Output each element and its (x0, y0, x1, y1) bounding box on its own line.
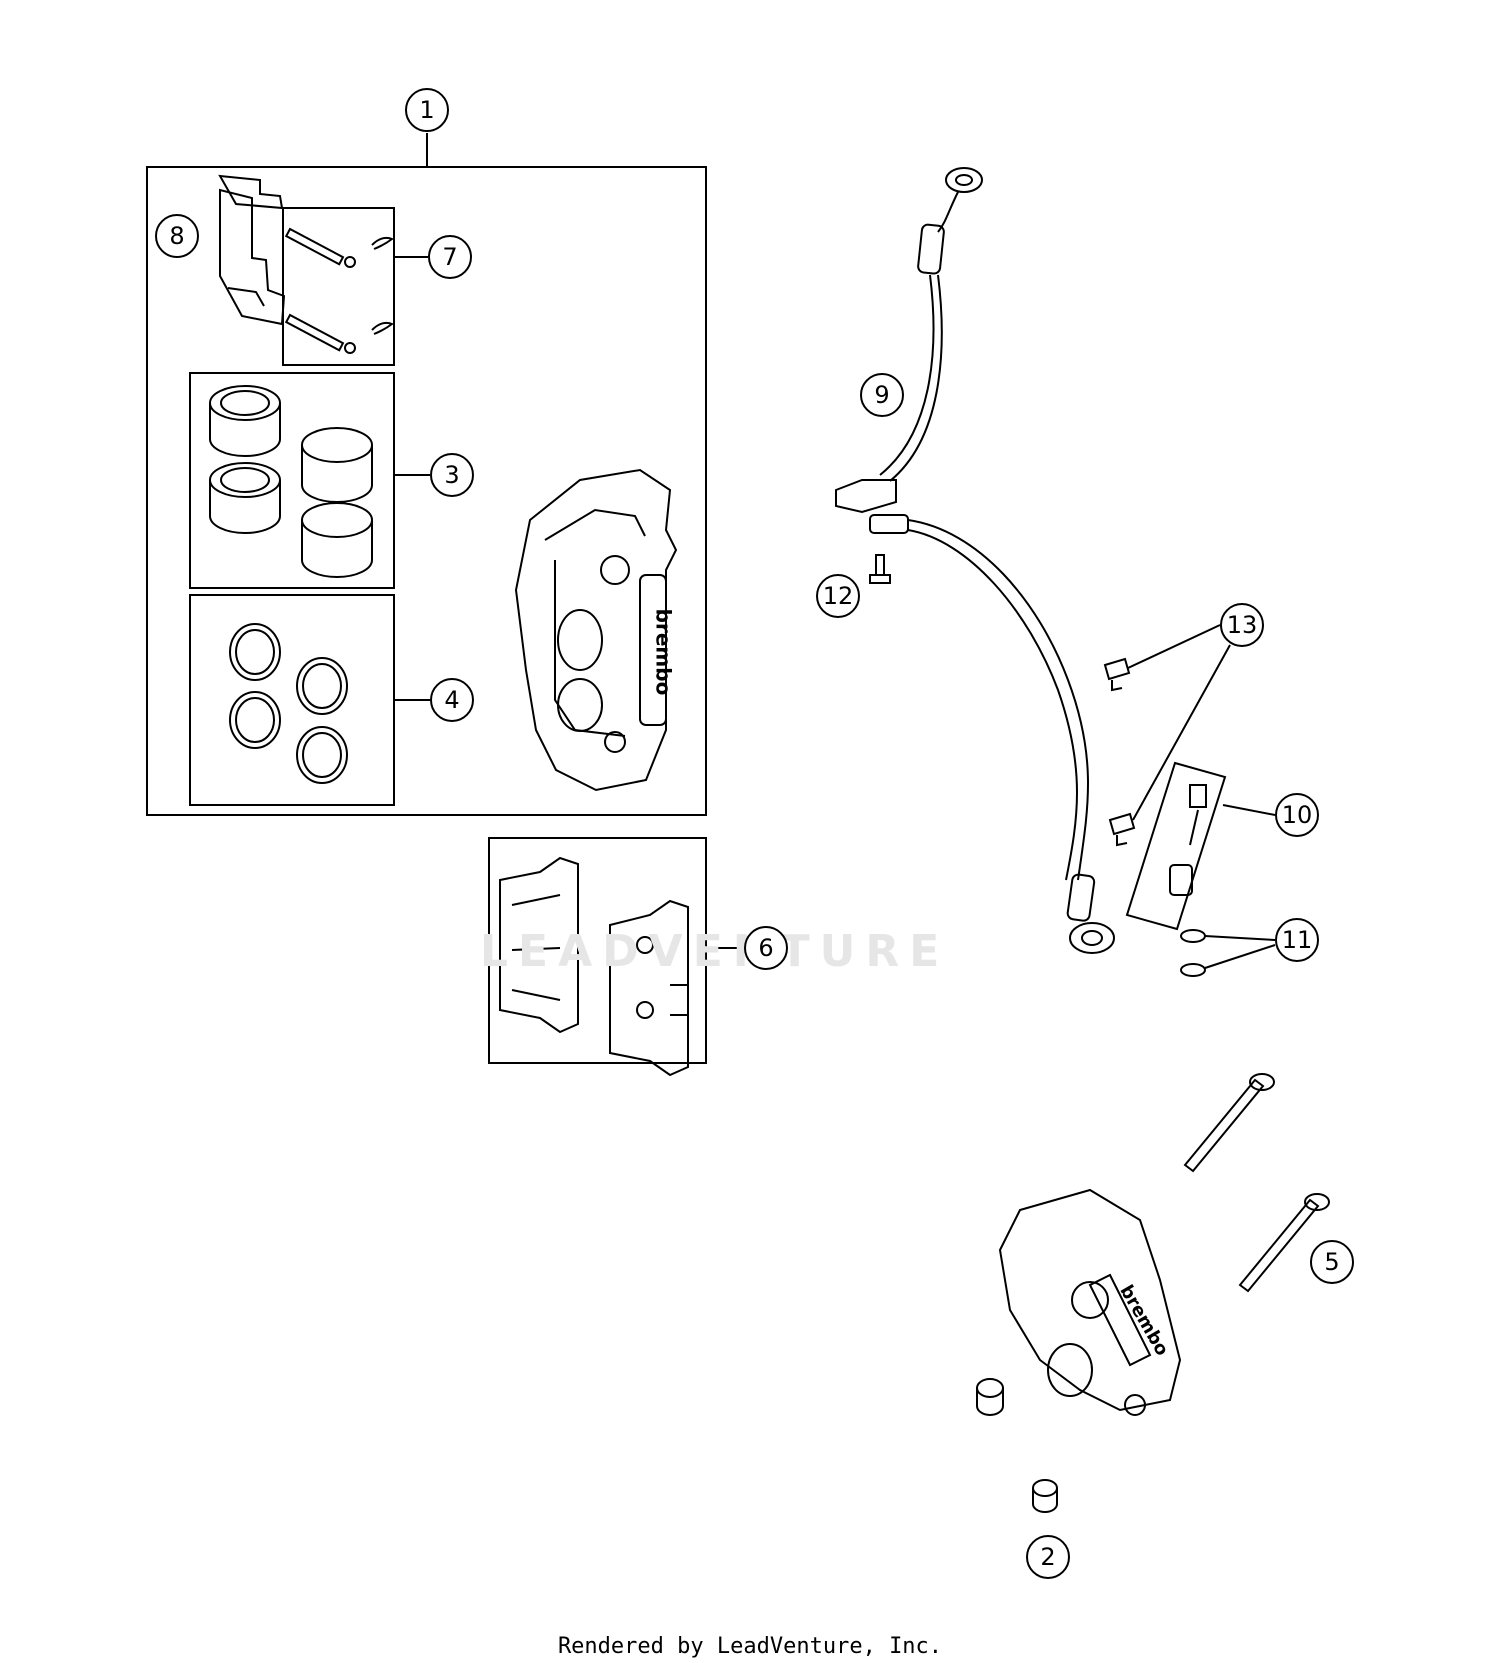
callout-1[interactable]: 1 (405, 88, 449, 132)
caliper-assembly-icon (998, 1188, 1182, 1416)
callout-11[interactable]: 11 (1275, 918, 1319, 962)
footer-credit: Rendered by LeadVenture, Inc. (557, 1634, 943, 1659)
box-pads (488, 837, 707, 1064)
box-bleeder (1125, 761, 1227, 931)
hose-clips-icon (1103, 657, 1136, 847)
callout-3[interactable]: 3 (430, 453, 474, 497)
watermark: LEADVENTURE (480, 926, 950, 977)
callout-2[interactable]: 2 (1026, 1535, 1070, 1579)
brake-hose-icon (835, 167, 1115, 954)
callout-13[interactable]: 13 (1220, 603, 1264, 647)
washers-icon (1180, 929, 1206, 977)
callout-12[interactable]: 12 (816, 574, 860, 618)
spring-plate-icon (218, 174, 286, 326)
box-pins (282, 207, 395, 366)
callout-10[interactable]: 10 (1275, 793, 1319, 837)
seal-rings-icon (229, 623, 348, 784)
callout-7[interactable]: 7 (428, 235, 472, 279)
banjo-bolt-icon (869, 554, 891, 584)
pin-with-clip-icon (284, 227, 395, 354)
callout-6[interactable]: 6 (744, 926, 788, 970)
callout-4[interactable]: 4 (430, 678, 474, 722)
box-seals (189, 594, 395, 806)
bushings-icon (976, 1378, 1058, 1513)
callout-9[interactable]: 9 (860, 373, 904, 417)
pistons-icon (209, 385, 373, 578)
caliper-icon (514, 468, 678, 792)
bleeder-valve-icon (1169, 784, 1207, 896)
caliper-brand-label: brembo (651, 608, 676, 696)
brake-pads-icon (499, 856, 689, 1077)
box-pistons (189, 372, 395, 589)
callout-8[interactable]: 8 (155, 214, 199, 258)
mounting-bolts-icon (1183, 1073, 1330, 1293)
callout-5[interactable]: 5 (1310, 1240, 1354, 1284)
